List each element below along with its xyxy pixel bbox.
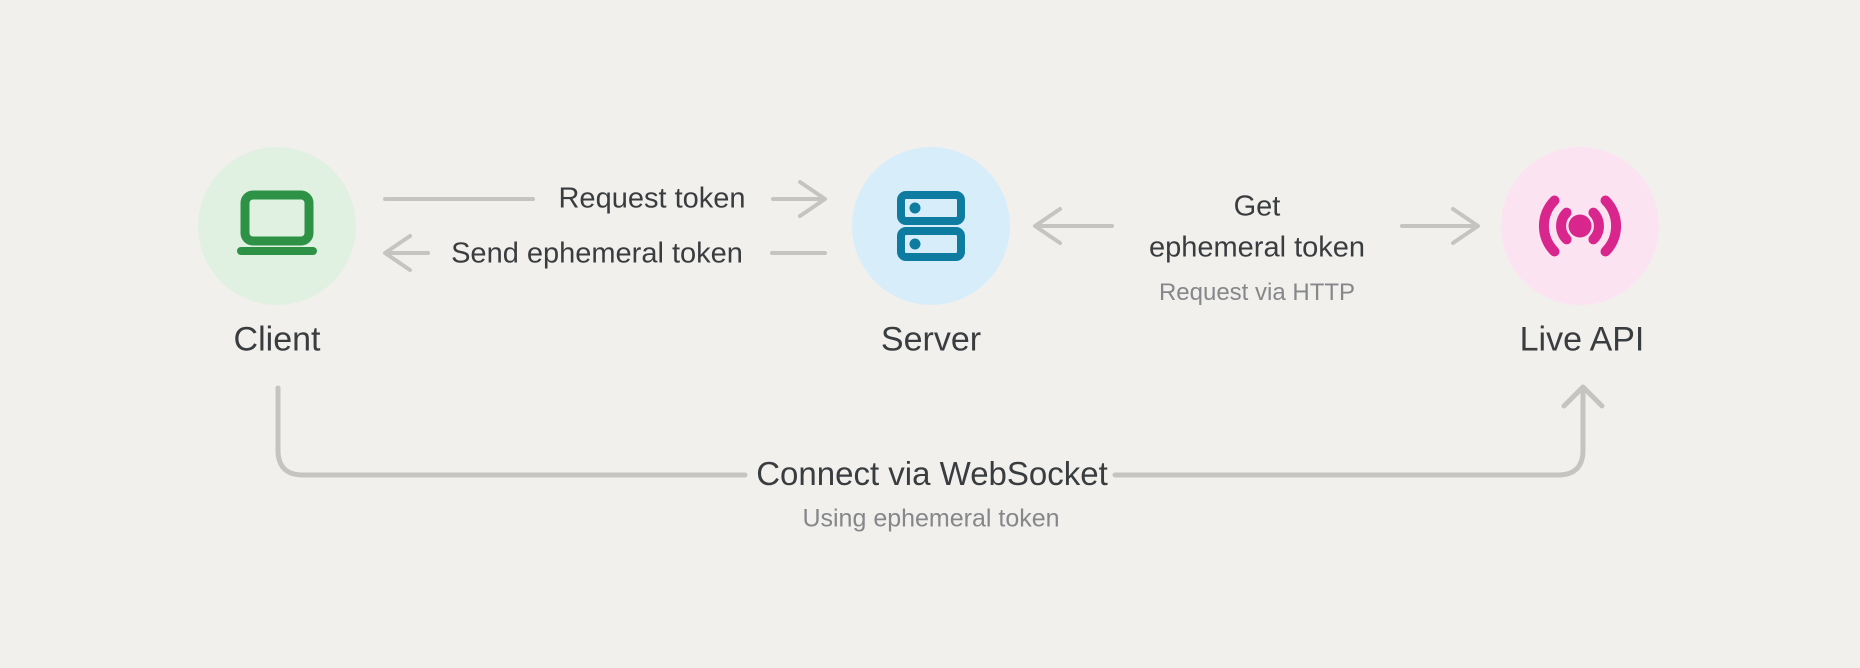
- server-label: Server: [880, 320, 982, 359]
- live-api-node: [1501, 147, 1659, 305]
- laptop-icon: [237, 190, 317, 255]
- client-label: Client: [233, 320, 321, 359]
- request-token-arrow: [383, 180, 827, 218]
- send-ephemeral-token-arrow: [383, 234, 827, 272]
- using-ephemeral-token-sublabel: Using ephemeral token: [802, 504, 1060, 533]
- broadcast-icon: [1538, 195, 1622, 257]
- get-token-right-arrow: [1400, 207, 1480, 245]
- get-ephemeral-token-label-line1: Get: [1233, 190, 1281, 223]
- get-ephemeral-token-label-line2: ephemeral token: [1148, 231, 1366, 264]
- websocket-path: [275, 384, 1605, 478]
- connect-websocket-label: Connect via WebSocket: [756, 455, 1108, 492]
- request-via-http-sublabel: Request via HTTP: [1158, 279, 1356, 306]
- live-api-label: Live API: [1519, 320, 1645, 359]
- request-token-label: Request token: [558, 182, 746, 215]
- server-node: [852, 147, 1010, 305]
- server-icon: [897, 191, 965, 261]
- send-ephemeral-token-label: Send ephemeral token: [451, 237, 743, 270]
- get-token-left-arrow: [1033, 207, 1114, 245]
- client-node: [198, 147, 356, 305]
